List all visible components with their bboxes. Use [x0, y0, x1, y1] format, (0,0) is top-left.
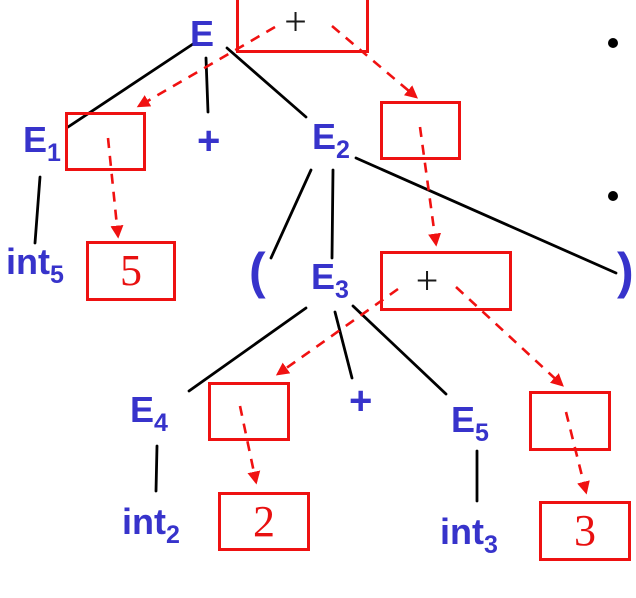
node-E4: E4: [130, 389, 168, 436]
node-label: E: [190, 13, 215, 54]
box-operator: +: [415, 258, 439, 303]
edge-E3-plus: [333, 310, 354, 380]
node-label: int: [440, 511, 484, 552]
node-E3: E3: [311, 256, 349, 303]
value-box-E2: [380, 101, 461, 160]
edge-E2-E3: [330, 168, 335, 260]
node-subscript: 5: [475, 419, 489, 447]
node-E1: E1: [23, 119, 61, 166]
node-label: E: [23, 119, 48, 160]
node-subscript: 4: [154, 409, 168, 437]
node-E2: E2: [312, 116, 350, 163]
node-label: int: [122, 501, 166, 542]
node-label: E: [130, 389, 155, 430]
node-subscript: 3: [335, 276, 349, 304]
box-value: 3: [574, 506, 596, 555]
node-lparen-terminal: (: [249, 246, 266, 296]
bullet-icon: [608, 191, 618, 201]
node-plus2-terminal: +: [349, 381, 372, 421]
result-box-2: 2: [218, 492, 310, 551]
node-label: E: [311, 256, 336, 297]
edge-E4-int2: [154, 444, 159, 493]
value-box-E3: +: [380, 251, 512, 311]
box-operator: +: [284, 0, 307, 44]
node-subscript: 5: [49, 261, 64, 289]
edge-E3-E4: [187, 306, 308, 393]
node-subscript: 2: [336, 136, 350, 164]
edge-E2-lparen: [269, 168, 313, 260]
value-box-E4: [208, 382, 290, 441]
value-box-E: +: [236, 0, 369, 53]
node-subscript: 3: [483, 531, 498, 559]
node-int5: int5: [6, 241, 64, 288]
result-box-5: 5: [86, 241, 176, 301]
node-int2: int2: [122, 501, 180, 548]
node-label: +: [197, 119, 221, 163]
node-plus-terminal: +: [197, 121, 220, 161]
box-value: 2: [253, 496, 275, 546]
node-rparen-terminal: ): [617, 246, 634, 296]
edge-E1-int5: [33, 175, 42, 245]
node-label: (: [249, 243, 266, 299]
bullet-icon: [608, 38, 618, 48]
node-label: int: [6, 241, 50, 282]
value-box-E5: [529, 391, 611, 451]
node-label: E: [451, 399, 476, 440]
node-subscript: 2: [165, 521, 180, 549]
node-label: ): [617, 243, 634, 299]
node-label: E: [312, 116, 337, 157]
edge-E-plus: [204, 56, 210, 114]
edge-E-E2: [225, 46, 308, 119]
node-int3: int3: [440, 511, 498, 558]
node-E5: E5: [451, 399, 489, 446]
value-box-E1: [65, 112, 146, 171]
node-subscript: 1: [47, 139, 61, 167]
node-label: +: [349, 379, 373, 423]
box-value: 5: [120, 246, 142, 295]
node-E: E: [190, 16, 214, 52]
result-box-3: 3: [539, 501, 631, 561]
